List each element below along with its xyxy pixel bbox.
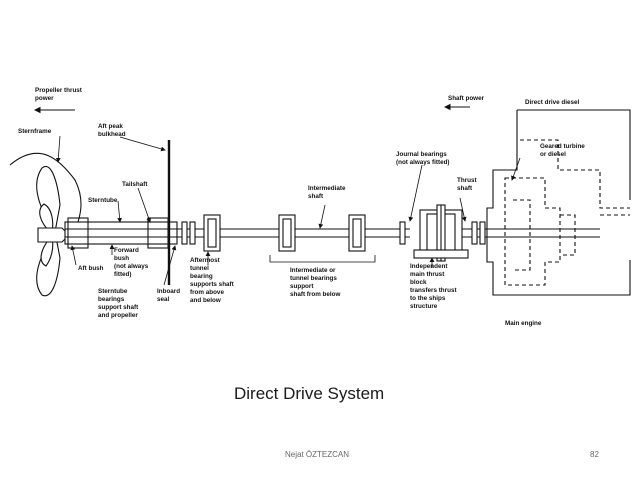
label-tailshaft: Tailshaft — [122, 181, 148, 188]
label-independent-thrust-block-line2: main thrust — [410, 271, 445, 278]
label-independent-thrust-block: Independent — [410, 263, 448, 270]
sterntube — [64, 217, 178, 249]
label-intermediate-bearings-line2: tunnel bearings — [290, 275, 337, 282]
intermediate-bearings — [278, 214, 366, 252]
label-thrust-shaft: Thrust — [457, 177, 477, 184]
label-propeller-thrust-line2: power — [35, 95, 54, 102]
label-main-engine: Main engine — [505, 320, 542, 327]
propeller — [36, 165, 67, 297]
sternframe-outline — [9, 152, 82, 223]
label-intermediate-bearings-line3: support — [290, 283, 314, 290]
label-geared-turbine: Geared turbine — [540, 143, 585, 150]
label-aftermost-bearing-line5: from above — [190, 289, 224, 296]
label-intermediate-shaft-line2: shaft — [308, 193, 324, 200]
aftermost-tunnel-bearing — [203, 214, 221, 252]
label-inboard-seal-line2: seal — [157, 296, 170, 303]
label-independent-thrust-block-line4: transfers thrust — [410, 287, 457, 294]
label-aft-peak-line2: bulkhead — [98, 131, 126, 138]
label-sternframe: Sternframe — [18, 128, 52, 135]
label-forward-bush-line2: bush — [114, 255, 129, 262]
label-geared-turbine-line2: or diesel — [540, 151, 566, 158]
label-aftermost-bearing-line6: and below — [190, 297, 221, 304]
label-intermediate-bearings: Intermediate or — [290, 267, 336, 274]
label-independent-thrust-block-line3: block — [410, 279, 427, 286]
label-intermediate-shaft: Intermediate — [308, 185, 346, 192]
shaft-line — [177, 221, 600, 245]
label-sterntube-bearings-line3: support shaft — [98, 304, 139, 311]
label-intermediate-bearings-line4: shaft from below — [290, 291, 340, 298]
label-sterntube-bearings-line2: bearings — [98, 296, 125, 303]
label-aft-peak: Aft peak — [98, 123, 123, 130]
leader-lines — [55, 135, 521, 286]
label-journal-bearings-line2: (not always fitted) — [396, 159, 450, 166]
label-aftermost-bearing-line3: bearing — [190, 273, 213, 280]
label-aftermost-bearing-line2: tunnel — [190, 265, 209, 272]
label-propeller-thrust: Propeller thrust — [35, 87, 83, 94]
label-sterntube-bearings: Sterntube — [98, 288, 128, 295]
label-forward-bush-line4: fitted) — [114, 271, 132, 278]
label-thrust-shaft-line2: shaft — [457, 185, 473, 192]
label-inboard-seal: Inboard — [157, 288, 180, 295]
footer-author: Nejat ÖZTEZCAN — [285, 450, 350, 459]
label-sterntube-bearings-line4: and propeller — [98, 312, 138, 319]
label-direct-drive-diesel: Direct drive diesel — [525, 99, 579, 106]
label-aftermost-bearing-line4: supports shaft — [190, 281, 235, 288]
thrust-block — [413, 204, 469, 262]
main-engine — [486, 109, 631, 296]
label-independent-thrust-block-line5: to the ships — [410, 295, 446, 302]
label-forward-bush-line3: (not always — [114, 263, 149, 270]
diagram-caption: Direct Drive System — [234, 384, 385, 403]
label-independent-thrust-block-line6: structure — [410, 303, 438, 310]
label-aft-bush: Aft bush — [78, 265, 104, 272]
label-forward-bush: Forward — [114, 247, 139, 254]
label-sterntube: Sterntube — [88, 197, 118, 204]
label-shaft-power: Shaft power — [448, 95, 485, 102]
label-aftermost-bearing: Aftermost — [190, 257, 221, 264]
page-number: 82 — [590, 450, 599, 459]
label-journal-bearings: Journal bearings — [396, 151, 447, 158]
